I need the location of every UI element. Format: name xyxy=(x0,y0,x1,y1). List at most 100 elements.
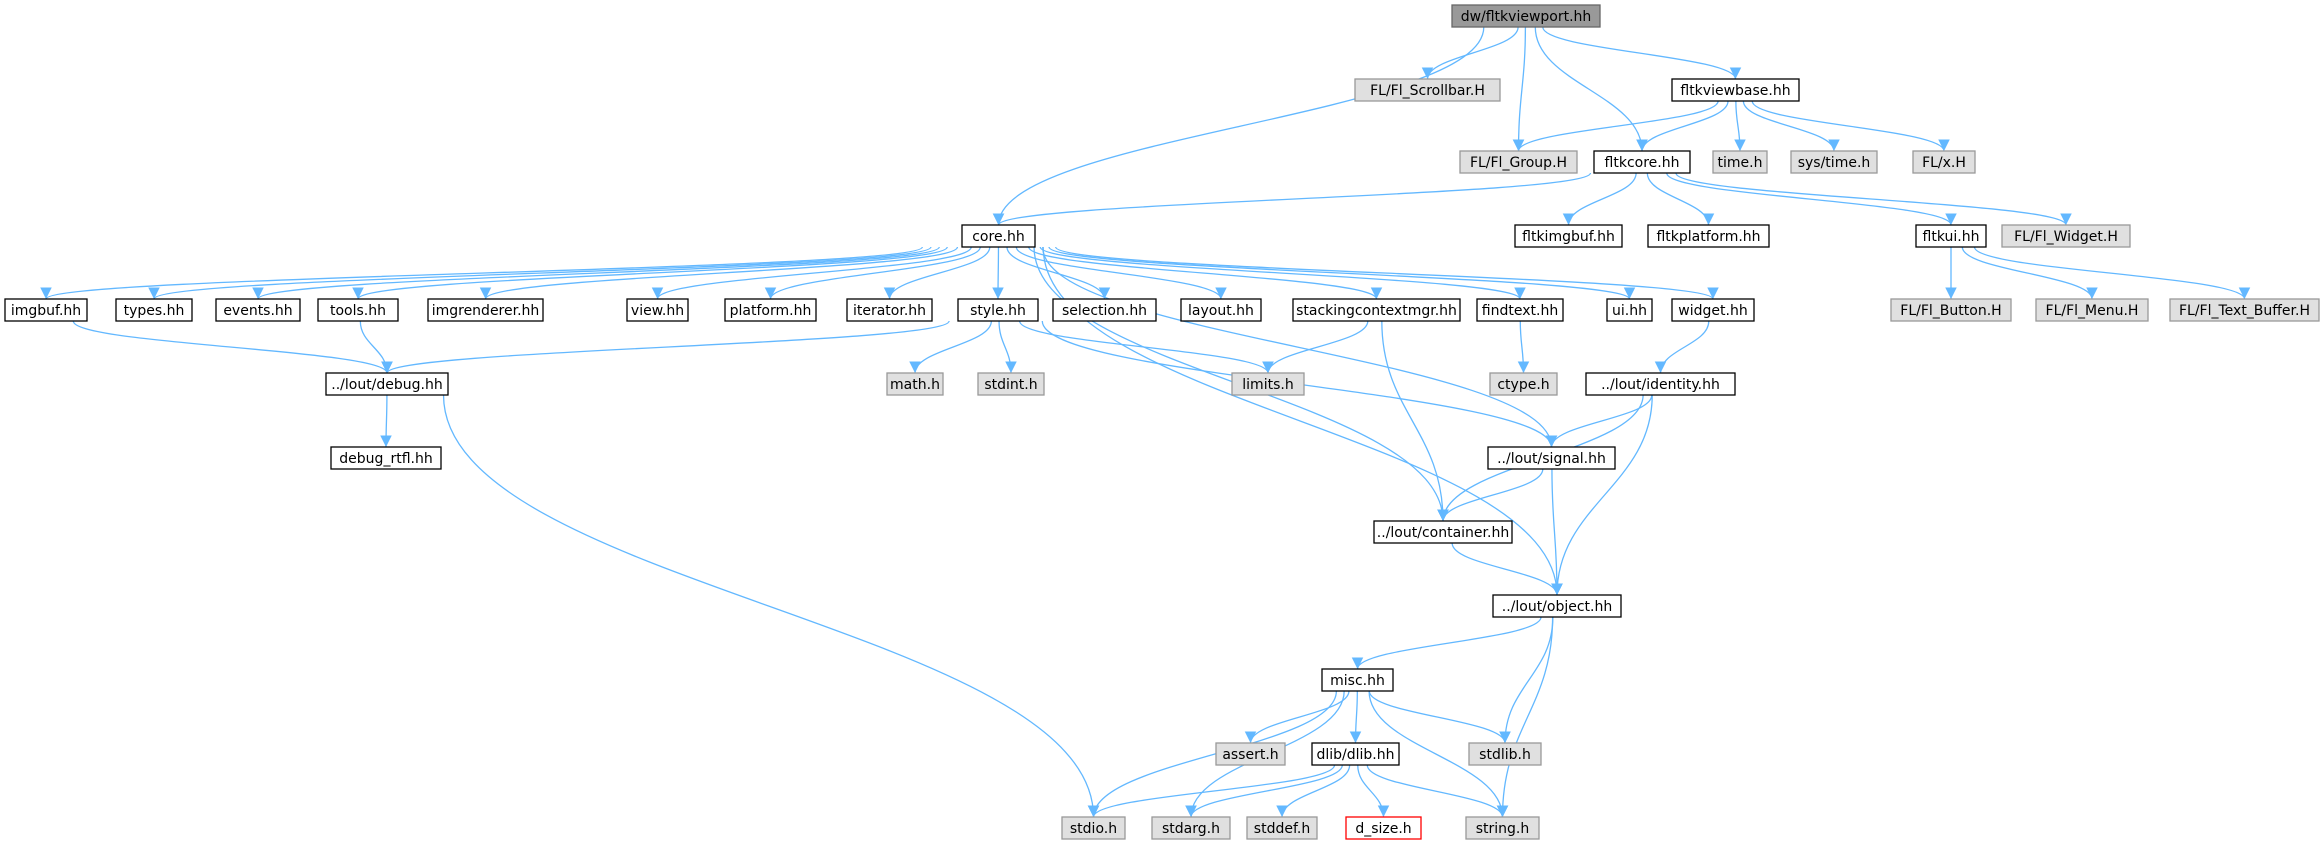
node-ctypeh-label: ctype.h xyxy=(1497,377,1549,393)
node-debugrtfl[interactable]: debug_rtfl.hh xyxy=(330,446,442,470)
edge-misc-to-stdlibh xyxy=(1368,690,1511,744)
node-dsizeh-box xyxy=(1345,816,1422,840)
node-imgbuf[interactable]: imgbuf.hh xyxy=(4,298,88,322)
node-fltkimgbuf-box xyxy=(1514,224,1623,248)
edge-dlib-to-stddefh xyxy=(1276,764,1351,818)
node-asserth-label: assert.h xyxy=(1222,747,1278,763)
node-stddefh-box xyxy=(1246,816,1318,840)
node-debug[interactable]: ../lout/debug.hh xyxy=(325,372,449,396)
node-root[interactable]: dw/fltkviewport.hh xyxy=(1451,4,1601,28)
edge-object-to-stdlibh xyxy=(1499,616,1554,744)
node-fltkui[interactable]: fltkui.hh xyxy=(1915,224,1987,248)
node-imgrenderer-box xyxy=(427,298,544,322)
edge-fltkviewbase-to-flgroup xyxy=(1512,100,1719,152)
node-events[interactable]: events.hh xyxy=(215,298,301,322)
node-limitsh[interactable]: limits.h xyxy=(1231,372,1305,396)
node-types[interactable]: types.hh xyxy=(115,298,193,322)
node-flgroup[interactable]: FL/Fl_Group.H xyxy=(1459,150,1578,174)
node-selection[interactable]: selection.hh xyxy=(1052,298,1157,322)
node-flwidget-box xyxy=(2001,224,2131,248)
node-asserth[interactable]: assert.h xyxy=(1215,742,1286,766)
node-widget[interactable]: widget.hh xyxy=(1671,298,1755,322)
node-imgrenderer[interactable]: imgrenderer.hh xyxy=(427,298,544,322)
node-object[interactable]: ../lout/object.hh xyxy=(1492,594,1622,618)
node-mathh[interactable]: math.h xyxy=(886,372,944,396)
edge-core-to-view xyxy=(651,246,972,300)
node-dsizeh[interactable]: d_size.h xyxy=(1345,816,1422,840)
node-view[interactable]: view.hh xyxy=(626,298,689,322)
edge-style-to-mathh xyxy=(909,320,993,374)
edge-core-to-selection xyxy=(1006,246,1111,300)
node-root-label: dw/fltkviewport.hh xyxy=(1461,9,1592,25)
edge-style-to-limitsh xyxy=(1018,320,1274,374)
node-style[interactable]: style.hh xyxy=(957,298,1039,322)
node-ctypeh[interactable]: ctype.h xyxy=(1489,372,1558,396)
node-stdioh[interactable]: stdio.h xyxy=(1061,816,1126,840)
edge-root-to-scrollbar xyxy=(1421,26,1519,80)
node-container[interactable]: ../lout/container.hh xyxy=(1373,520,1513,544)
node-scrollbar-box xyxy=(1354,78,1501,102)
edge-stacking-to-container xyxy=(1381,320,1449,522)
edge-core-to-findtext xyxy=(1039,246,1526,300)
node-stdlibh[interactable]: stdlib.h xyxy=(1468,742,1542,766)
node-selection-box xyxy=(1052,298,1157,322)
edge-fltkviewbase-to-timeh xyxy=(1734,100,1746,152)
node-imgbuf-label: imgbuf.hh xyxy=(11,303,81,319)
node-misc-box xyxy=(1321,668,1394,692)
node-iterator[interactable]: iterator.hh xyxy=(846,298,933,322)
edge-fltkcore-to-flwidget xyxy=(1675,172,2072,226)
edge-misc-to-dlib xyxy=(1349,690,1362,744)
node-timeh[interactable]: time.h xyxy=(1712,150,1768,174)
node-widget-label: widget.hh xyxy=(1678,303,1747,319)
node-identity[interactable]: ../lout/identity.hh xyxy=(1585,372,1736,396)
node-scrollbar[interactable]: FL/Fl_Scrollbar.H xyxy=(1354,78,1501,102)
node-signal-label: ../lout/signal.hh xyxy=(1497,451,1606,467)
node-findtext[interactable]: findtext.hh xyxy=(1476,298,1564,322)
edge-style-to-stdinth xyxy=(998,320,1017,374)
node-types-label: types.hh xyxy=(124,303,185,319)
node-dlib[interactable]: dlib/dlib.hh xyxy=(1311,742,1400,766)
node-view-label: view.hh xyxy=(631,303,684,319)
edge-debug-to-debugrtfl xyxy=(380,394,392,448)
node-core[interactable]: core.hh xyxy=(961,224,1036,248)
edge-core-to-tools xyxy=(352,246,948,300)
node-imgrenderer-label: imgrenderer.hh xyxy=(432,303,540,319)
node-stdargh[interactable]: stdarg.h xyxy=(1151,816,1231,840)
node-fltkviewbase[interactable]: fltkviewbase.hh xyxy=(1671,78,1800,102)
node-layout[interactable]: layout.hh xyxy=(1180,298,1262,322)
node-stdioh-box xyxy=(1061,816,1126,840)
node-dlib-box xyxy=(1311,742,1400,766)
node-identity-label: ../lout/identity.hh xyxy=(1601,377,1720,393)
node-style-box xyxy=(957,298,1039,322)
node-signal-box xyxy=(1487,446,1616,470)
node-flmenu[interactable]: FL/Fl_Menu.H xyxy=(2035,298,2149,322)
node-flwidget-label: FL/Fl_Widget.H xyxy=(2014,229,2118,245)
node-flbutton[interactable]: FL/Fl_Button.H xyxy=(1890,298,2012,322)
edge-object-to-misc xyxy=(1351,616,1542,670)
node-fltextbuffer[interactable]: FL/Fl_Text_Buffer.H xyxy=(2169,298,2320,322)
node-flwidget[interactable]: FL/Fl_Widget.H xyxy=(2001,224,2131,248)
node-stddefh[interactable]: stddef.h xyxy=(1246,816,1318,840)
node-fltkcore[interactable]: fltkcore.hh xyxy=(1593,150,1691,174)
node-signal[interactable]: ../lout/signal.hh xyxy=(1487,446,1616,470)
node-fltkcore-label: fltkcore.hh xyxy=(1605,155,1680,171)
node-tools[interactable]: tools.hh xyxy=(317,298,399,322)
node-systime[interactable]: sys/time.h xyxy=(1790,150,1878,174)
edge-core-to-ui xyxy=(1048,246,1636,300)
node-flx[interactable]: FL/x.H xyxy=(1912,150,1976,174)
node-ui[interactable]: ui.hh xyxy=(1606,298,1653,322)
node-stacking[interactable]: stackingcontextmgr.hh xyxy=(1292,298,1461,322)
node-platform[interactable]: platform.hh xyxy=(724,298,817,322)
edge-core-to-imgrenderer xyxy=(479,246,959,300)
node-core-label: core.hh xyxy=(972,229,1025,245)
node-stringh[interactable]: string.h xyxy=(1465,816,1540,840)
node-stdinth[interactable]: stdint.h xyxy=(977,372,1045,396)
node-misc[interactable]: misc.hh xyxy=(1321,668,1394,692)
node-fltextbuffer-box xyxy=(2169,298,2320,322)
edge-misc-to-stdioh xyxy=(1087,690,1338,818)
node-stdlibh-label: stdlib.h xyxy=(1479,747,1531,763)
node-fltkimgbuf[interactable]: fltkimgbuf.hh xyxy=(1514,224,1623,248)
node-fltkplatform[interactable]: fltkplatform.hh xyxy=(1647,224,1770,248)
edge-layer xyxy=(40,26,2251,818)
